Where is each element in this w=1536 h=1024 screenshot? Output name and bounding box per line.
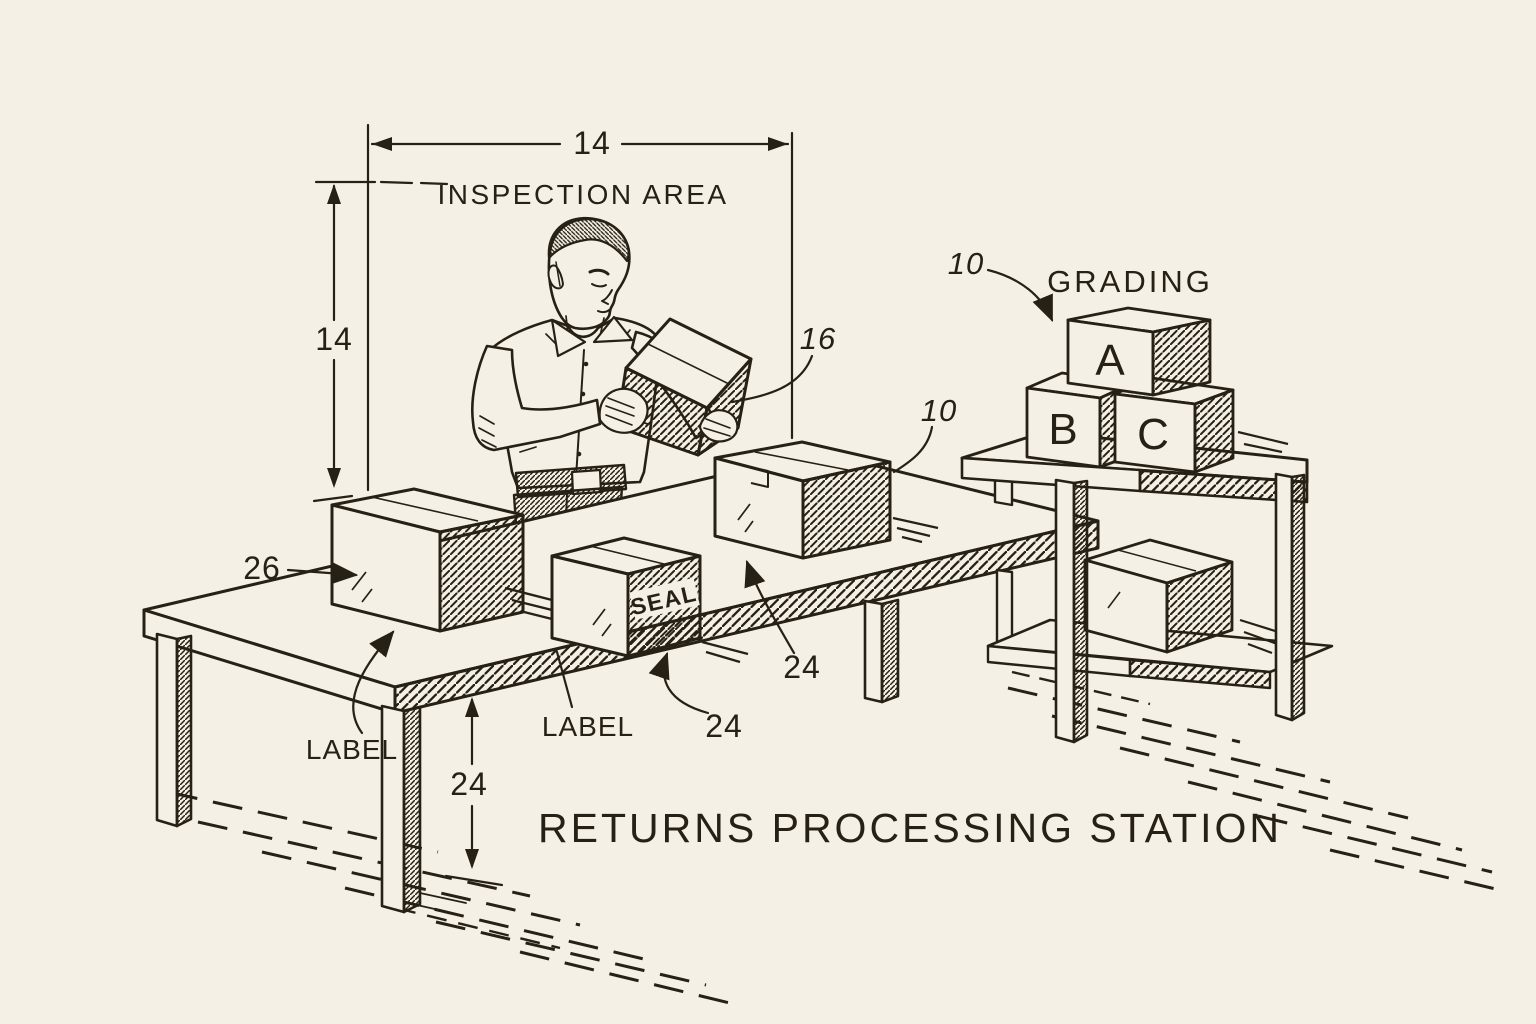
dim-width-label: 14 xyxy=(573,125,611,161)
grading-label: GRADING xyxy=(1047,264,1213,299)
sealbox-cast-shadow xyxy=(701,640,749,664)
dimension-height-14 xyxy=(312,180,449,503)
worker-left-arm xyxy=(471,344,602,452)
seal-text-patch xyxy=(629,577,700,620)
grading-block-a xyxy=(1066,306,1212,397)
worker-eye xyxy=(591,283,607,288)
leader-16 xyxy=(730,354,814,404)
ref-24-table-edge: 24 xyxy=(783,649,821,685)
worker-hair xyxy=(547,216,631,263)
worker-nose xyxy=(601,289,613,305)
worker-right-hand xyxy=(698,409,739,443)
leader-24-right xyxy=(744,559,796,655)
grading-table: A B C xyxy=(960,306,1334,744)
seal-box-24: SEAL xyxy=(550,536,702,658)
ref-16-held-box: 16 xyxy=(800,321,836,356)
label-callout-mid: LABEL xyxy=(542,711,634,742)
dim-height-label: 14 xyxy=(315,321,353,357)
figure-text: 14 14 INSPECTION AREA GRADING 16 10 10 2… xyxy=(243,125,1282,851)
returned-box-26 xyxy=(330,487,525,633)
ref-10-grading-stack: 10 xyxy=(948,246,984,281)
ref-24-seal-edge: 24 xyxy=(705,708,743,744)
worker-collar xyxy=(550,318,587,358)
grading-table-legs xyxy=(1054,472,1306,744)
figure-title: RETURNS PROCESSING STATION xyxy=(538,805,1282,851)
dimension-width-14 xyxy=(370,137,790,151)
grading-block-c xyxy=(1113,376,1235,474)
leader-26 xyxy=(286,562,359,585)
leader-10-table xyxy=(892,425,934,474)
block-a-letter: A xyxy=(1095,336,1125,385)
shelf-box xyxy=(1083,538,1234,654)
label-callout-left: LABEL xyxy=(306,734,398,765)
block-c-letter: C xyxy=(1137,410,1169,459)
ref-26-left-box: 26 xyxy=(243,550,281,586)
main-table-legs xyxy=(155,598,900,914)
worker-collar-right xyxy=(592,315,634,344)
leader-10-grading xyxy=(986,268,1054,323)
dimension-table-height-24 xyxy=(407,697,504,913)
worker-brow xyxy=(588,268,610,276)
leader-24-mid xyxy=(648,651,710,715)
dim-24-label: 24 xyxy=(450,766,488,802)
leader-label-left xyxy=(352,630,395,735)
returned-box-10 xyxy=(713,440,892,560)
main-table-front-face xyxy=(393,519,1100,715)
worker-left-hand xyxy=(598,387,649,434)
ref-10-table-box: 10 xyxy=(921,393,957,428)
box10-cast-shadow xyxy=(892,516,939,544)
leader-label-mid xyxy=(555,650,574,709)
table-boxes: SEAL xyxy=(330,440,939,664)
worker-mouth xyxy=(597,309,610,314)
blockstack-cast-shadow xyxy=(1237,430,1289,454)
block-b-letter: B xyxy=(1048,405,1077,454)
annotations xyxy=(286,123,1054,913)
inspection-area-label: INSPECTION AREA xyxy=(437,179,728,210)
